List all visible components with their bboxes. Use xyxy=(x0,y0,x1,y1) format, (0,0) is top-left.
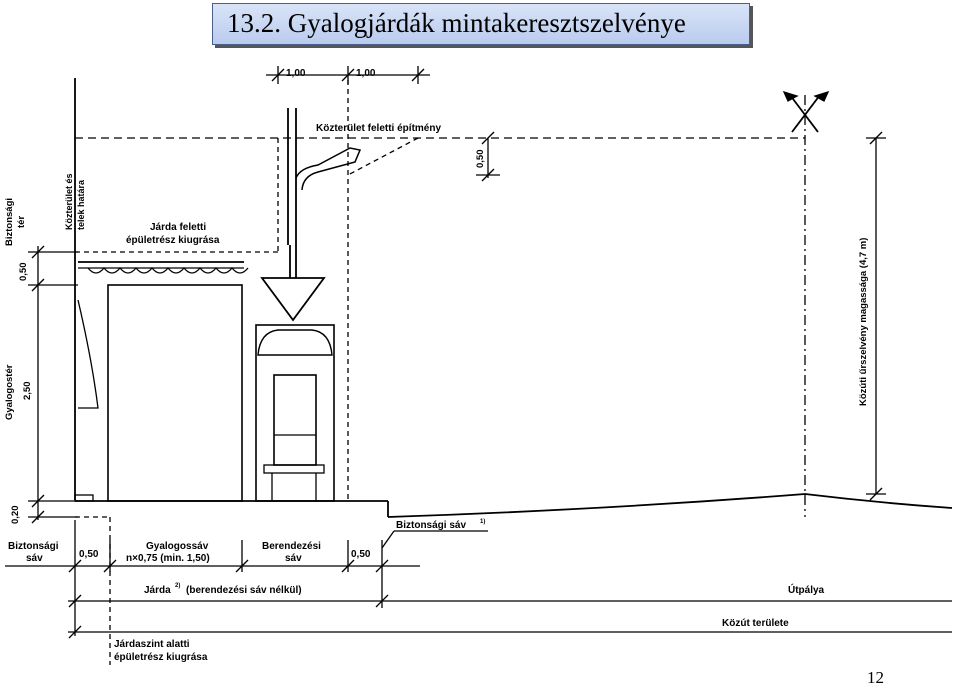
label-kozuti-urszelveny: Közúti űrszelvény magassága (4,7 m) xyxy=(858,238,869,406)
footnote-1: 1) xyxy=(480,519,485,525)
label-kozterulet-hatar-2: telek határa xyxy=(76,179,86,230)
label-biztonsagi-ter-2: tér xyxy=(16,216,27,228)
dim-050-b1: 0,50 xyxy=(79,549,99,560)
label-jardaszint-1: Járdaszint alatti xyxy=(114,639,190,650)
label-utpalya: Útpálya xyxy=(788,583,825,596)
label-biztonsagi-sav-right: Biztonsági sáv xyxy=(396,520,466,531)
dim-050-left: 0,50 xyxy=(18,263,29,282)
label-biztonsagi-ter-1: Biztonsági xyxy=(4,198,15,246)
dim-050-top: 0,50 xyxy=(475,150,486,169)
dim-250: 2,50 xyxy=(22,382,33,401)
dim-050-b2: 0,50 xyxy=(351,549,371,560)
label-berendezesi-1: Berendezési xyxy=(262,541,321,552)
label-kozterulet-feletti: Közterület feletti építmény xyxy=(316,123,441,134)
label-jarda-feletti-1: Járda feletti xyxy=(150,222,206,233)
label-biztonsagi-sav-1: Biztonsági xyxy=(8,541,59,552)
dim-020: 0,20 xyxy=(10,506,21,525)
label-gyalogossav-2: n×0,75 (min. 1,50) xyxy=(126,553,210,564)
label-jardaszint-2: épületrész kiugrása xyxy=(114,652,208,663)
page-title: 13.2. Gyalogjárdák mintakeresztszelvénye xyxy=(227,8,686,38)
label-gyalogossav-1: Gyalogossáv xyxy=(146,541,209,552)
label-jarda-rest: (berendezési sáv nélkül) xyxy=(186,585,302,596)
page-number: 12 xyxy=(867,668,884,687)
dim-top-1: 1,00 xyxy=(286,68,306,79)
label-biztonsagi-sav-2: sáv xyxy=(26,553,43,564)
label-berendezesi-2: sáv xyxy=(285,553,302,564)
footnote-2: 2) xyxy=(175,583,180,589)
dim-top-2: 1,00 xyxy=(356,68,376,79)
label-jarda: Járda xyxy=(144,585,171,596)
label-gyalogoster: Gyalogostér xyxy=(4,364,15,420)
label-kozut-terulete: Közút területe xyxy=(722,618,789,629)
label-jarda-feletti-2: épületrész kiugrása xyxy=(126,235,220,246)
title-box: 13.2. Gyalogjárdák mintakeresztszelvénye xyxy=(212,3,750,45)
label-kozterulet-hatar-1: Közterület és xyxy=(64,173,74,230)
